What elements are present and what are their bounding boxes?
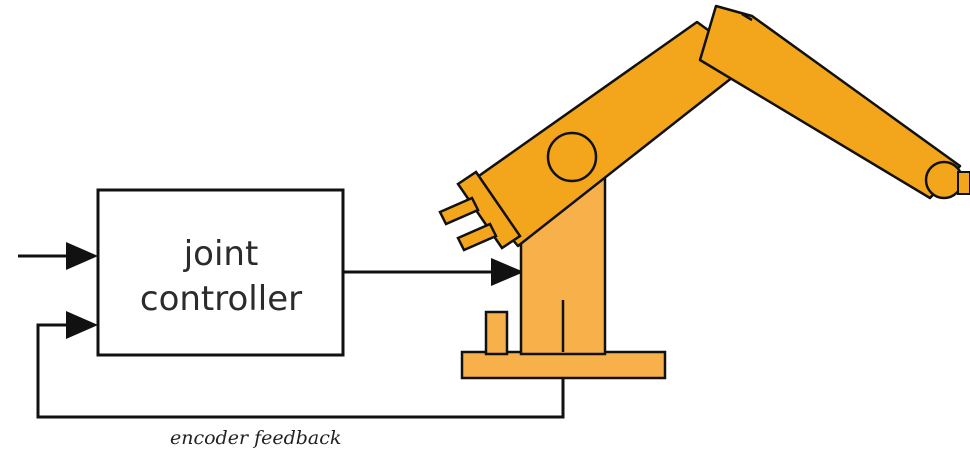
controller-label-line1: joint <box>183 234 259 274</box>
robot-gripper-finger-bottom <box>458 224 496 250</box>
robot-gripper-finger-top <box>440 198 478 224</box>
robot-base-plate <box>462 352 665 378</box>
feedback-label: encoder feedback <box>170 427 341 449</box>
robot-wrist-cap <box>958 172 970 194</box>
joint-controller-block: joint controller <box>98 190 343 355</box>
robot-wrist-joint <box>926 162 962 198</box>
robot-base-post <box>486 312 507 354</box>
output-arrow <box>343 258 524 286</box>
robot-arm <box>440 6 970 378</box>
robot-forearm <box>700 6 960 198</box>
input-arrow <box>18 242 98 270</box>
controller-label-line2: controller <box>140 279 302 319</box>
robot-shoulder-joint <box>548 133 596 181</box>
